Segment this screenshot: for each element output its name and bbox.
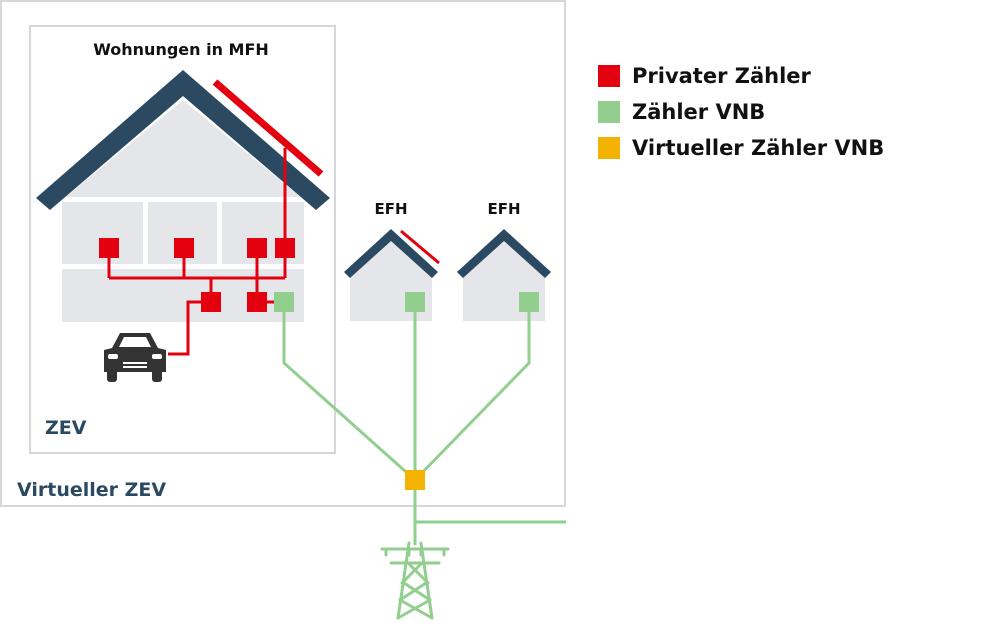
legend-item-private-meter: Privater Zähler (598, 64, 884, 88)
grid-meter (405, 292, 425, 312)
power-pylon-icon (380, 541, 450, 620)
virtual-zev-label: Virtueller ZEV (17, 479, 166, 501)
virtual-meter (405, 470, 425, 490)
legend: Privater Zähler Zähler VNB Virtueller Zä… (598, 64, 884, 172)
efh-left-label: EFH (374, 200, 407, 218)
legend-item-virtual-meter: Virtueller Zähler VNB (598, 136, 884, 160)
private-meter (247, 238, 267, 258)
legend-swatch (598, 65, 620, 87)
legend-swatch (598, 101, 620, 123)
zev-frame (29, 25, 336, 454)
private-meter (275, 238, 295, 258)
private-meter (201, 292, 221, 312)
grid-meter (274, 292, 294, 312)
legend-swatch (598, 137, 620, 159)
mfh-house-icon (36, 70, 330, 322)
mfh-solar-panel-icon (212, 79, 324, 177)
private-meter (99, 238, 119, 258)
car-icon (104, 333, 166, 382)
efh-right-label: EFH (487, 200, 520, 218)
virtual-zev-frame (0, 0, 566, 507)
grid-wiring (282, 302, 566, 545)
efh-left-solar-panel-icon (400, 229, 440, 265)
legend-label: Privater Zähler (632, 64, 811, 88)
private-meter (247, 292, 267, 312)
legend-label: Virtueller Zähler VNB (632, 136, 885, 160)
private-meter (174, 238, 194, 258)
mfh-label: Wohnungen in MFH (93, 40, 269, 59)
zev-label: ZEV (45, 417, 87, 439)
legend-label: Zähler VNB (632, 100, 766, 124)
grid-meter (519, 292, 539, 312)
legend-item-grid-meter: Zähler VNB (598, 100, 884, 124)
